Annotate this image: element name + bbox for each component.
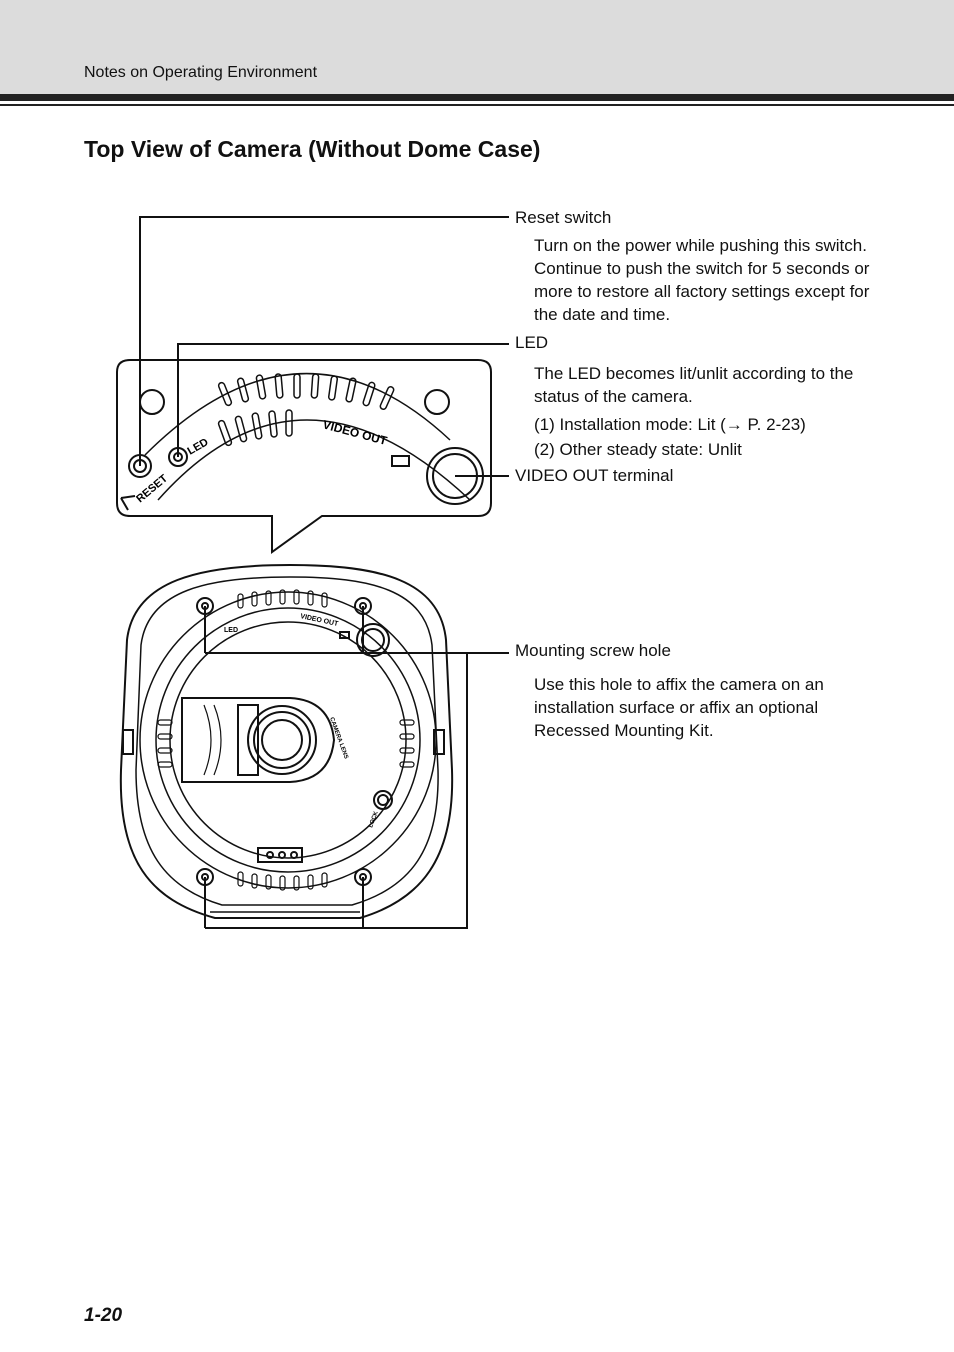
callout-title-video-out: VIDEO OUT terminal <box>515 466 674 485</box>
callout-desc-reset-switch: Turn on the power while pushing this swi… <box>534 234 874 326</box>
header-rule-thick <box>0 94 954 101</box>
led-description: The LED becomes lit/unlit according to t… <box>534 364 854 406</box>
camera-body <box>119 563 454 919</box>
callout-title-reset-switch: Reset switch <box>515 208 612 227</box>
page-title: Top View of Camera (Without Dome Case) <box>84 136 541 162</box>
diagram-label-lock: LOCK <box>368 810 380 829</box>
header-band <box>0 0 954 94</box>
mounting-screw-hole-description: Use this hole to affix the camera on an … <box>534 675 824 740</box>
zoom-detail <box>116 359 492 554</box>
callout-title-mounting-screw-hole: Mounting screw hole <box>515 641 671 660</box>
header-rule-thin <box>0 104 954 106</box>
led-item-steady-state: (2) Other steady state: Unlit <box>534 440 742 459</box>
diagram-label-led-small: LED <box>224 627 238 634</box>
vent-slots-body <box>157 589 415 891</box>
section-label: Notes on Operating Environment <box>84 64 318 81</box>
callout-desc-mounting-screw-hole: Use this hole to affix the camera on an … <box>534 673 864 742</box>
led-item-installation-mode: (1) Installation mode: Lit (→ P. 2-23) <box>534 415 806 434</box>
callout-title-led: LED <box>515 333 549 352</box>
leader-lines <box>139 216 509 929</box>
vent-slots-detail <box>217 373 395 447</box>
callout-desc-led: The LED becomes lit/unlit according to t… <box>534 362 874 461</box>
page-number: 1-20 <box>84 1305 123 1326</box>
reset-switch-description: Turn on the power while pushing this swi… <box>534 236 870 324</box>
